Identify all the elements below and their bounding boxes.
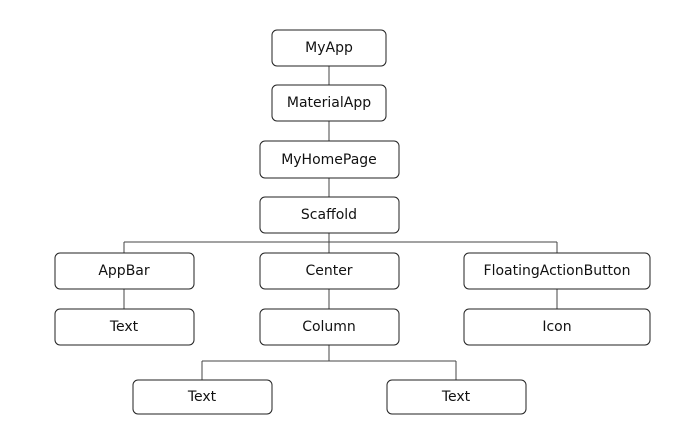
node-label: MyHomePage: [281, 152, 377, 168]
node-myhomepage: MyHomePage: [259, 140, 400, 179]
node-floatingactionbutton: FloatingActionButton: [463, 252, 651, 290]
node-label: Text: [109, 319, 139, 335]
node-column: Column: [259, 308, 400, 346]
node-label: Icon: [542, 319, 571, 335]
node-scaffold: Scaffold: [259, 196, 400, 234]
node-label: MaterialApp: [287, 95, 371, 111]
node-label: Text: [187, 389, 217, 405]
node-label: FloatingActionButton: [484, 263, 631, 279]
node-label: Column: [302, 319, 356, 335]
node-label: AppBar: [98, 263, 150, 279]
node-label: Center: [305, 263, 352, 279]
node-column-text-1: Text: [132, 379, 273, 415]
node-icon: Icon: [463, 308, 651, 346]
node-appbar-text: Text: [54, 308, 195, 346]
node-center: Center: [259, 252, 400, 290]
node-appbar: AppBar: [54, 252, 195, 290]
node-label: Text: [441, 389, 471, 405]
node-column-text-2: Text: [386, 379, 527, 415]
node-label: MyApp: [305, 40, 353, 56]
connectors: [123, 66, 558, 380]
node-label: Scaffold: [301, 207, 357, 223]
node-myapp: MyApp: [271, 29, 387, 67]
node-materialapp: MaterialApp: [271, 84, 387, 122]
